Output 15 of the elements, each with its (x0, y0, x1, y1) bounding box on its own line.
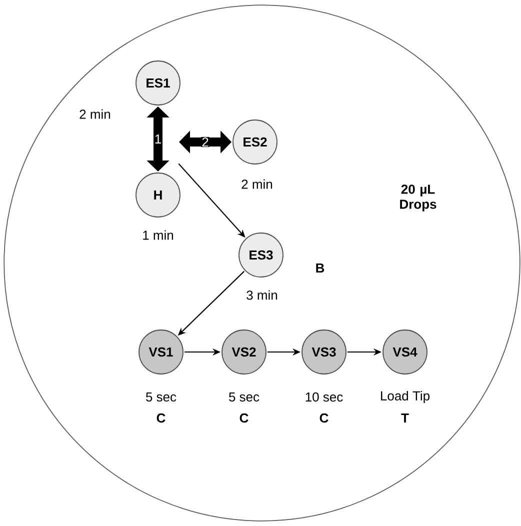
duration-label: Load Tip (381, 390, 430, 404)
duration-label: 1 min (143, 230, 174, 240)
step-code: C (240, 413, 248, 423)
duration-label: 10 sec (306, 392, 343, 402)
duration-label: 2 min (242, 179, 272, 189)
duration-label: 5 sec (228, 392, 260, 402)
duration-label: 3 min (246, 290, 278, 300)
duration-label: 5 sec (146, 392, 176, 402)
drop-volume-label: 20 µL Drops (400, 184, 436, 212)
duration-label: 2 min (80, 109, 110, 119)
edge-label: 2 (201, 136, 210, 148)
step-code: C (156, 413, 166, 423)
step-code: C (320, 413, 328, 423)
step-code: B (316, 264, 324, 272)
step-code: T (401, 414, 409, 422)
